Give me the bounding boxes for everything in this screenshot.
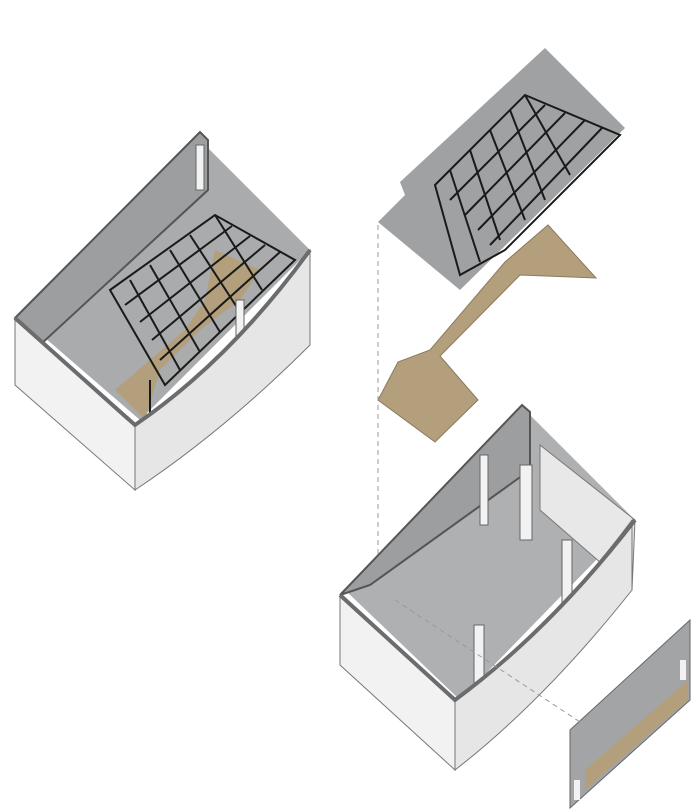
roof-grid xyxy=(433,93,622,277)
base-back-wall xyxy=(339,403,531,596)
base-column xyxy=(479,454,489,526)
exploded-timber-floor xyxy=(377,224,598,443)
alignment-dashed-line xyxy=(394,599,581,723)
base-column xyxy=(519,464,533,541)
assembled-model xyxy=(13,130,312,492)
wall-panel-timber-strip xyxy=(585,680,688,790)
wall-panel-opening xyxy=(574,780,580,800)
assembled-column xyxy=(195,144,205,191)
assembled-floor xyxy=(22,140,310,420)
exploded-roof-slab xyxy=(378,48,625,290)
exploded-base-shell xyxy=(338,403,637,772)
exploded-wall-panel xyxy=(569,618,691,810)
wall-panel-opening xyxy=(680,660,686,680)
assembled-grid xyxy=(108,213,297,420)
assembled-wall-cap xyxy=(13,248,312,428)
base-wall-cap xyxy=(338,518,637,703)
roof-slab xyxy=(378,48,625,290)
